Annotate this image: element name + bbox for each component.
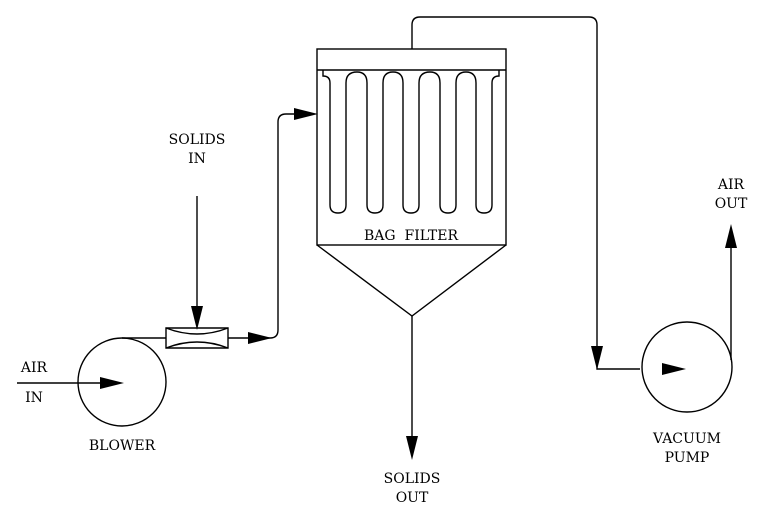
filter-bags — [322, 70, 500, 214]
blower-label: BLOWER — [89, 438, 156, 454]
solids-in-arrow — [191, 306, 203, 330]
vacuum-pump-label-2: PUMP — [665, 450, 710, 466]
conveying-arrow-2 — [294, 108, 318, 120]
air-in-label-2: IN — [25, 390, 43, 406]
vacuum-pump — [641, 321, 733, 413]
clean-air-line — [411, 16, 640, 370]
air-out-label-2: OUT — [715, 196, 748, 212]
solids-in-label-2: IN — [188, 151, 206, 167]
solids-out-label-1: SOLIDS — [384, 471, 441, 487]
clean-air-arrow-1 — [591, 346, 603, 370]
conveying-arrow-1 — [248, 332, 272, 344]
blower-casing — [77, 337, 167, 427]
vacuum-pump-label-1: VACUUM — [652, 431, 721, 447]
conveying-line — [228, 113, 300, 339]
bag-filter: BAG FILTER — [316, 48, 507, 317]
eductor-throat-top — [165, 327, 229, 335]
blower — [77, 337, 167, 427]
solids-out-arrow — [406, 436, 418, 460]
vacuum-pump-casing — [641, 321, 733, 413]
air-out-label-1: AIR — [717, 177, 745, 193]
air-in-label-1: AIR — [20, 360, 48, 376]
solids-out-label-2: OUT — [396, 490, 429, 506]
air-out-arrow — [725, 224, 737, 248]
hopper — [316, 244, 507, 317]
air-in-arrow — [100, 377, 124, 389]
solids-in-label-1: SOLIDS — [169, 132, 226, 148]
eductor-throat-bottom — [165, 341, 229, 349]
bag-filter-label: BAG FILTER — [364, 228, 458, 244]
clean-air-arrow-2 — [662, 363, 686, 375]
